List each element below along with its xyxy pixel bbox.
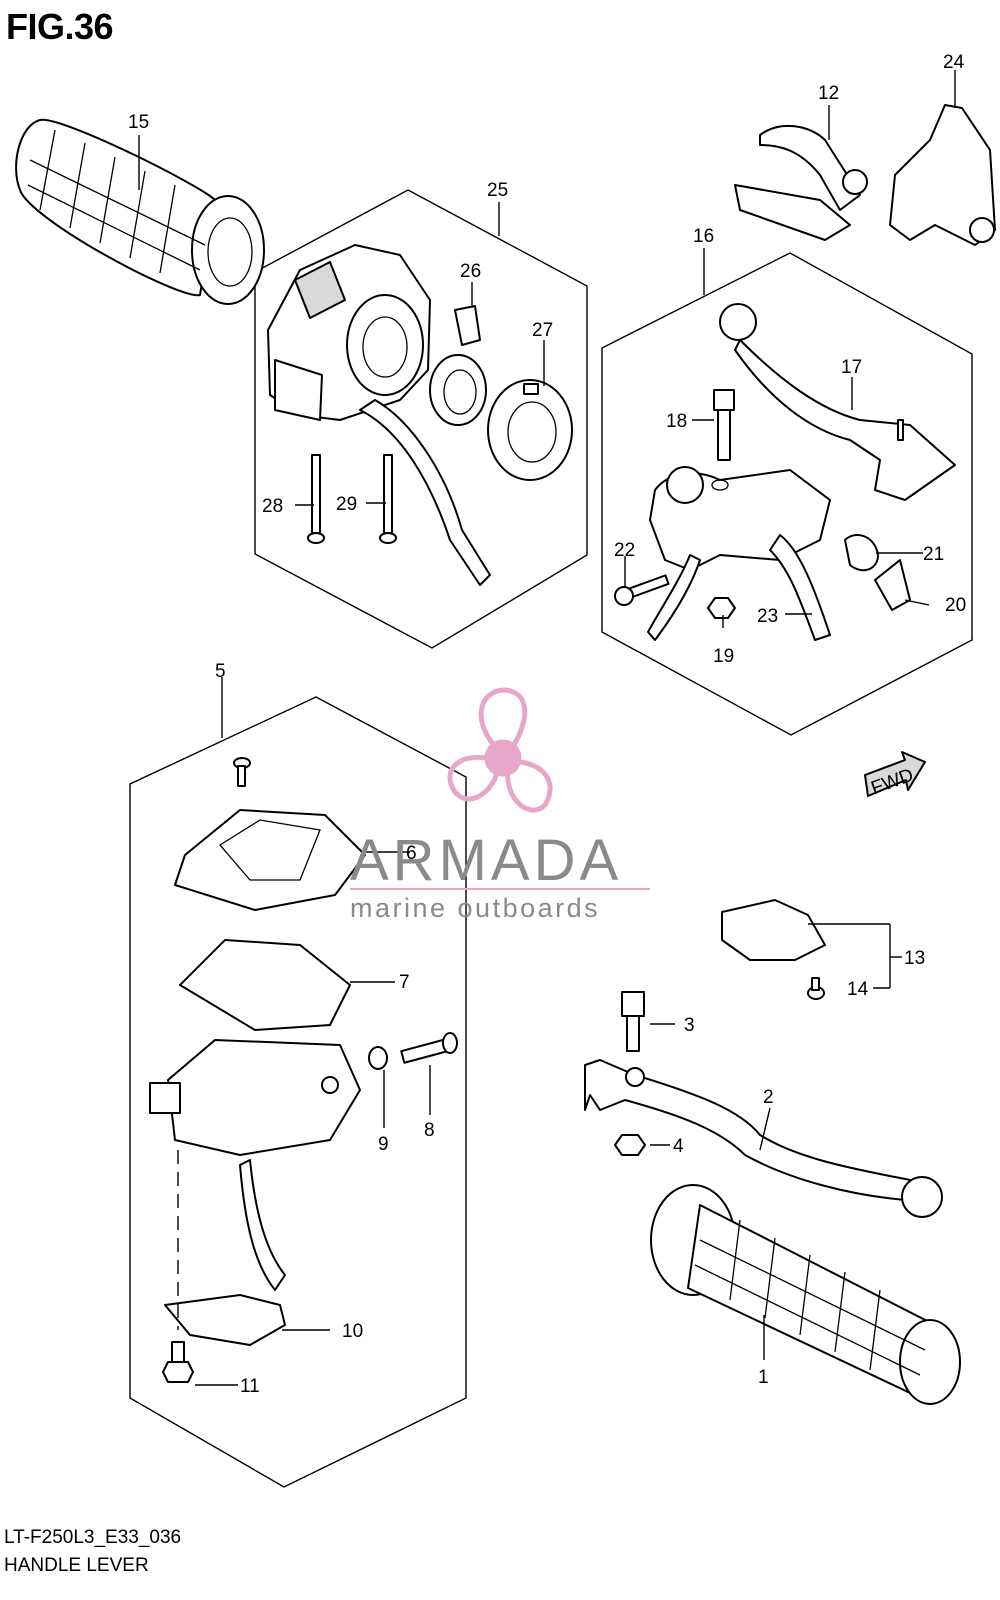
lever-part-2 xyxy=(584,1059,943,1218)
boot-part-21 xyxy=(844,534,879,572)
callout-10: 10 xyxy=(342,1321,363,1342)
screw-part-29 xyxy=(379,454,397,544)
brake-switch-part-13 xyxy=(721,899,826,961)
callout-5: 5 xyxy=(215,661,226,682)
screw-part-28 xyxy=(307,454,325,544)
callout-19: 19 xyxy=(713,646,734,667)
nut-part-19 xyxy=(707,597,736,619)
callout-7: 7 xyxy=(399,972,410,993)
callout-12: 12 xyxy=(818,83,839,104)
callout-13: 13 xyxy=(904,948,925,969)
callout-26: 26 xyxy=(460,261,481,282)
callout-16: 16 xyxy=(693,226,714,247)
screw-small-top xyxy=(233,757,251,787)
assembly-box-5 xyxy=(129,696,467,1488)
bolt-part-11 xyxy=(162,1341,194,1383)
callout-8: 8 xyxy=(424,1120,435,1141)
leader-lines xyxy=(138,70,956,1386)
figure-title: FIG.36 xyxy=(6,6,114,47)
callout-labels: 15 25 26 27 28 29 12 24 16 17 18 19 20 2… xyxy=(128,52,966,1397)
right-grip-part-1 xyxy=(650,1184,961,1405)
forward-arrow-icon xyxy=(864,751,926,797)
callout-22: 22 xyxy=(614,540,635,561)
assembly-box-16 xyxy=(601,252,973,736)
master-cylinder-body xyxy=(149,1039,361,1291)
watermark-brand: ARMADA xyxy=(350,828,622,893)
callout-17: 17 xyxy=(841,357,862,378)
fwd-direction-badge: FWD xyxy=(864,751,926,799)
holder-body-part-16 xyxy=(647,466,831,641)
callout-15: 15 xyxy=(128,112,149,133)
clip-part-12 xyxy=(734,124,868,241)
pivot-bolt-part-18 xyxy=(713,389,735,461)
propeller-icon xyxy=(447,687,553,813)
armada-watermark: ARMADA marine outboards xyxy=(350,687,650,923)
callout-4: 4 xyxy=(673,1136,684,1157)
callout-6: 6 xyxy=(406,843,417,864)
callout-9: 9 xyxy=(378,1134,389,1155)
screw-part-20 xyxy=(874,559,911,611)
reservoir-cap-part-6 xyxy=(174,809,366,911)
callout-3: 3 xyxy=(684,1015,695,1036)
callout-2: 2 xyxy=(763,1087,774,1108)
left-grip-part-15 xyxy=(15,118,265,305)
cover-part-24 xyxy=(889,104,996,246)
brake-lever-part-17 xyxy=(719,303,956,501)
callout-20: 20 xyxy=(945,595,966,616)
bolt-part-8 xyxy=(400,1032,458,1064)
callout-27: 27 xyxy=(532,320,553,341)
callout-1: 1 xyxy=(758,1367,769,1388)
switch-part-26 xyxy=(429,305,487,426)
pivot-bolt-part-3 xyxy=(621,991,645,1052)
plate-part-10 xyxy=(164,1294,286,1346)
figure-name: HANDLE LEVER xyxy=(4,1555,149,1576)
callout-24: 24 xyxy=(943,52,965,73)
callout-21: 21 xyxy=(923,544,944,565)
washer-part-9 xyxy=(368,1046,388,1070)
figure-code: LT-F250L3_E33_036 xyxy=(4,1527,182,1548)
callout-18: 18 xyxy=(666,411,687,432)
callout-28: 28 xyxy=(262,496,283,517)
callout-29: 29 xyxy=(336,494,357,515)
nut-part-4 xyxy=(614,1134,646,1156)
screw-part-14 xyxy=(807,977,825,1000)
callout-11: 11 xyxy=(240,1376,260,1397)
ring-part-27 xyxy=(487,379,573,481)
screw-part-22 xyxy=(614,574,670,606)
gasket-part-7 xyxy=(179,939,351,1031)
watermark-tagline: marine outboards xyxy=(350,893,600,923)
callout-23: 23 xyxy=(757,606,778,627)
callout-14: 14 xyxy=(847,979,869,1000)
switch-housing-part-25 xyxy=(267,244,491,586)
callout-25: 25 xyxy=(487,180,508,201)
